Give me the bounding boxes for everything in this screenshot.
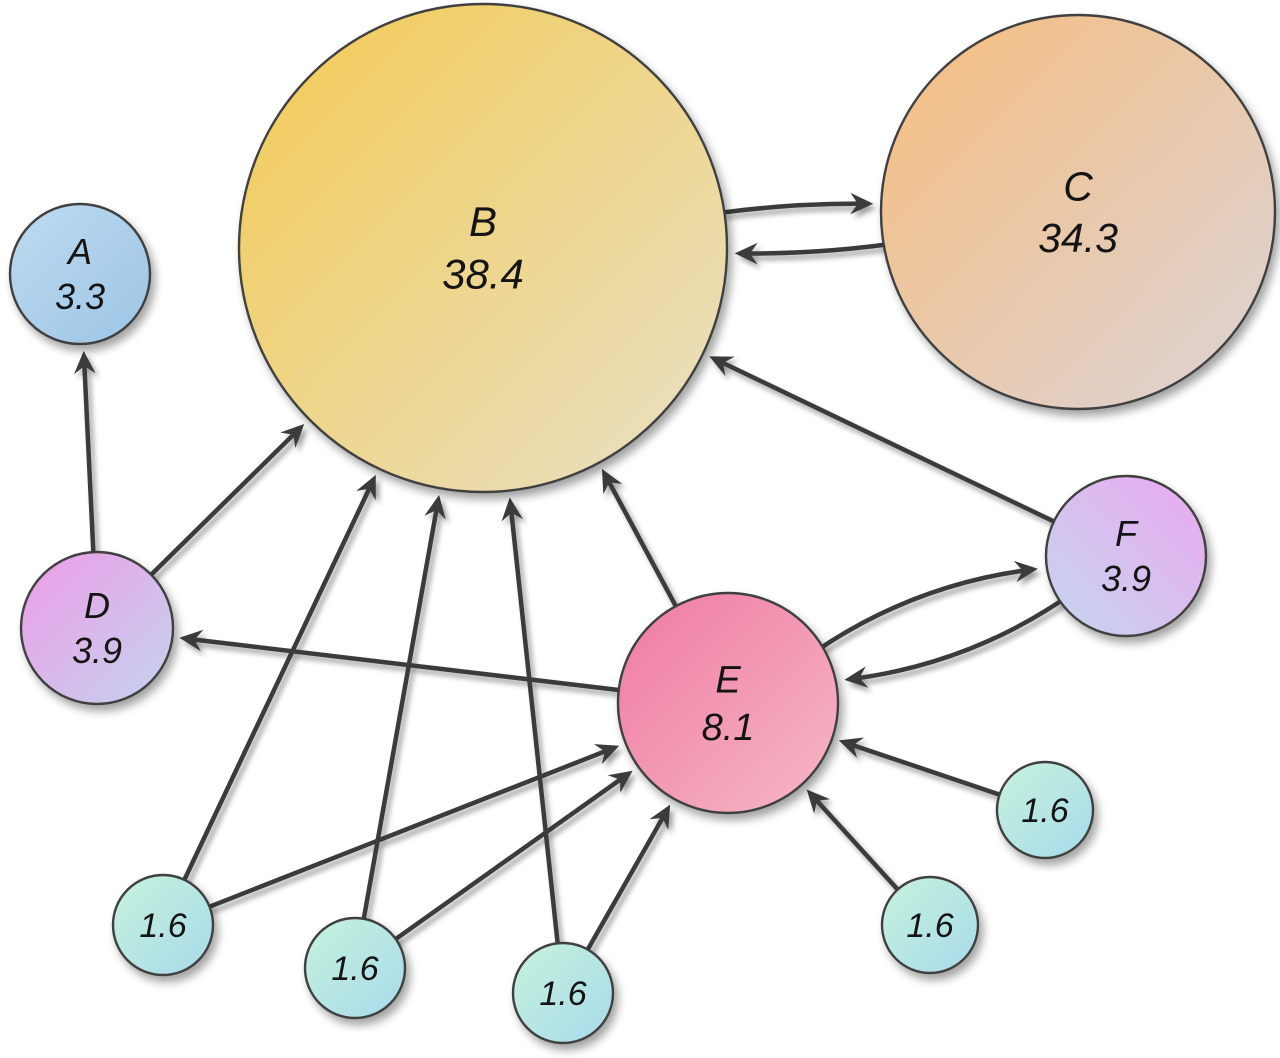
edge-G3-B [501, 497, 561, 948]
edge-G4-E [806, 789, 902, 894]
node-G5 [995, 760, 1095, 860]
node-G2 [303, 916, 407, 1020]
edge-F-B [709, 356, 1058, 525]
edge-G2-B [361, 495, 446, 923]
node-D [19, 550, 175, 706]
edge-G3-E [584, 804, 671, 954]
node-G2-label: 1.6 [331, 950, 378, 988]
edge-D-A [74, 350, 96, 557]
edge-G5-E [838, 737, 1004, 798]
node-C [879, 13, 1277, 411]
edge-G1-B [181, 474, 376, 884]
edge-C-B [734, 242, 887, 265]
node-G4-label: 1.6 [906, 907, 953, 945]
node-A [8, 202, 152, 346]
edge-F-E [844, 599, 1063, 688]
node-G1 [111, 873, 215, 977]
edge-B-C [721, 192, 874, 215]
node-F [1044, 474, 1208, 638]
edge-G2-E [391, 770, 633, 943]
node-E [616, 591, 840, 815]
node-G3-label: 1.6 [539, 975, 586, 1013]
node-G3 [511, 941, 615, 1045]
node-G1-label: 1.6 [139, 907, 186, 945]
edge-E-D [179, 629, 624, 693]
nodes-layer [8, 2, 1277, 1045]
node-G5-label: 1.6 [1021, 792, 1068, 830]
edge-E-F [820, 560, 1038, 650]
edge-E-B [601, 468, 680, 611]
edge-G1-E [205, 744, 620, 910]
edges-layer [74, 192, 1063, 954]
edge-D-B [147, 424, 305, 579]
node-G4 [880, 875, 980, 975]
node-B [237, 2, 729, 494]
